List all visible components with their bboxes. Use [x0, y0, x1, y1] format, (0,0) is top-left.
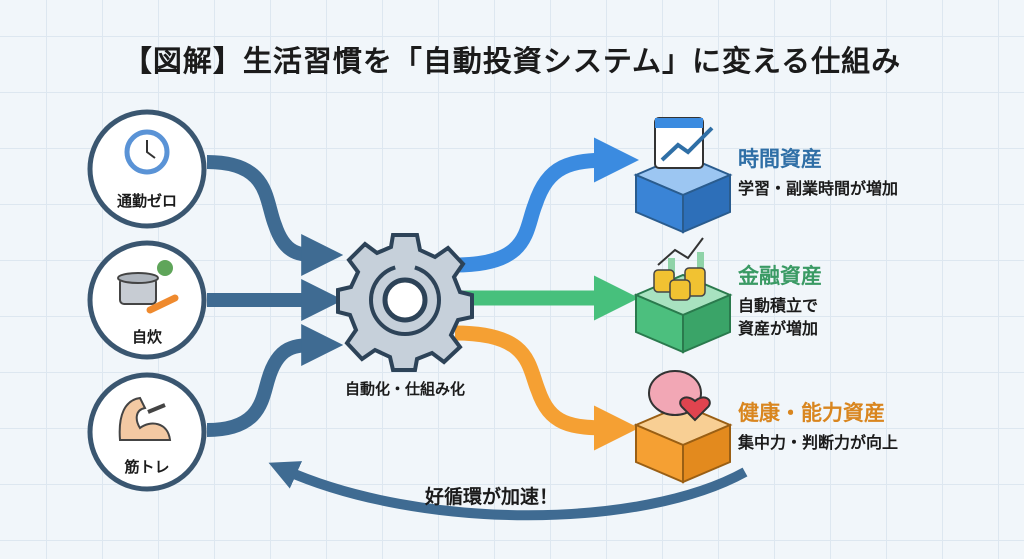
input-label-commute: 通勤ゼロ	[116, 192, 177, 210]
input-circle-training	[87, 372, 207, 492]
arrow-gear-to-time	[454, 137, 639, 273]
calendar-growth-icon	[654, 117, 714, 169]
finance-asset-desc-1: 自動積立で	[738, 296, 819, 315]
input-circle-commute	[87, 109, 207, 229]
brain-heart-icon	[648, 370, 711, 422]
clock-cycle-icon	[124, 129, 170, 175]
arrow-gear-to-health	[454, 325, 639, 451]
loop-label: 好循環が加速！	[425, 486, 559, 508]
cooking-pot-icon	[117, 260, 179, 314]
finance-asset-heading: 金融資産	[738, 264, 822, 288]
arrow-commute-to-gear	[206, 155, 344, 276]
health-asset-heading: 健康・能力資産	[738, 401, 885, 425]
time-asset-cube	[633, 117, 733, 234]
flexed-arm-dumbbell-icon	[118, 396, 172, 441]
time-asset-heading: 時間資産	[738, 147, 822, 171]
gear-icon	[336, 233, 474, 372]
input-circle-cooking	[87, 240, 207, 360]
page-title: 【図解】生活習慣を「自動投資システム」に変える仕組み	[122, 44, 902, 78]
loop-arrow	[268, 461, 748, 521]
finance-asset-desc-2: 資産が増加	[738, 319, 819, 338]
health-asset-desc: 集中力・判断力が向上	[738, 433, 899, 452]
center-label: 自動化・仕組み化	[344, 380, 465, 398]
input-label-cooking: 自炊	[131, 328, 162, 346]
time-asset-desc: 学習・副業時間が増加	[738, 179, 899, 198]
finance-asset-cube	[633, 237, 733, 354]
health-asset-cube	[633, 370, 733, 484]
coins-chart-icon	[653, 237, 706, 301]
input-label-training: 筋トレ	[124, 458, 170, 476]
arrow-training-to-gear	[206, 324, 344, 437]
